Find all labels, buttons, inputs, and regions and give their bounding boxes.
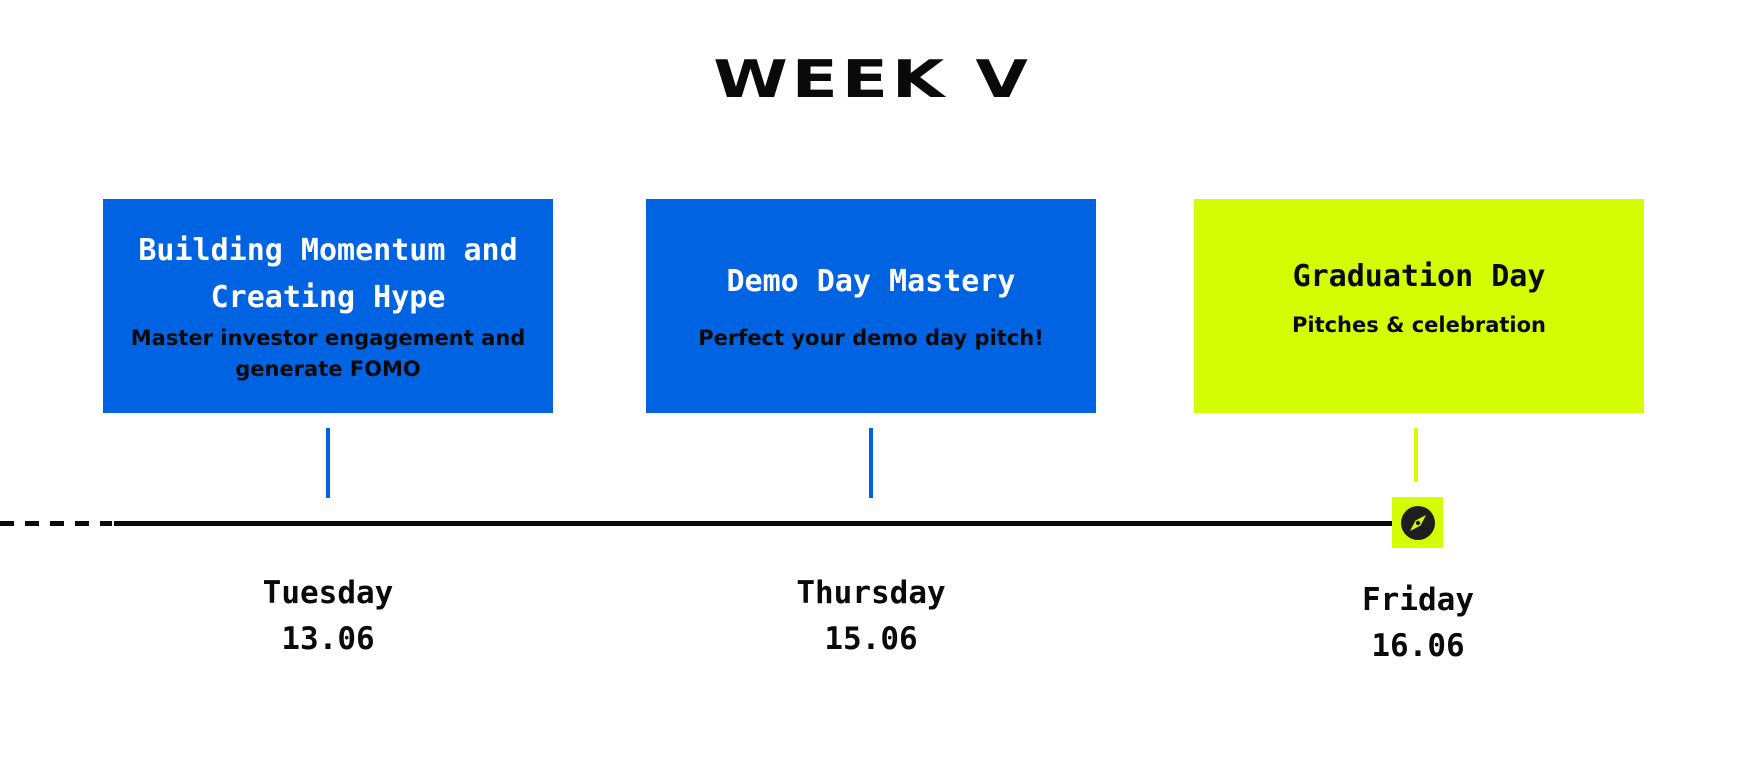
milestone-marker [1392,497,1443,548]
timeline-dashed-segment [0,521,112,526]
event-card-tuesday: Building Momentum and Creating Hype Mast… [103,199,553,413]
event-description: Pitches & celebration [1291,313,1546,337]
day-name: Tuesday [262,575,394,611]
event-card-thursday: Demo Day Mastery Perfect your demo day p… [646,199,1096,413]
day-date: 16.06 [1371,628,1465,664]
connector-line-tuesday [326,428,330,498]
event-description: Master investor engagement and generate … [130,326,526,381]
day-label-friday: Friday 16.06 [1288,577,1548,669]
day-label-tuesday: Tuesday 13.06 [198,570,458,662]
timeline-line [114,521,1392,526]
page-title: WEEK V [713,50,1032,110]
day-name: Thursday [796,575,946,611]
day-date: 13.06 [281,621,375,657]
event-title: Graduation Day [1292,259,1546,294]
connector-line-thursday [869,428,873,498]
event-description: Perfect your demo day pitch! [698,326,1044,350]
compass-icon [1400,505,1435,540]
day-label-thursday: Thursday 15.06 [741,570,1001,662]
day-date: 15.06 [824,621,918,657]
connector-line-friday [1414,428,1418,482]
event-card-friday: Graduation Day Pitches & celebration [1194,199,1644,413]
event-title: Building Momentum and Creating Hype [138,233,518,315]
event-title: Demo Day Mastery [726,264,1016,299]
day-name: Friday [1362,582,1474,618]
